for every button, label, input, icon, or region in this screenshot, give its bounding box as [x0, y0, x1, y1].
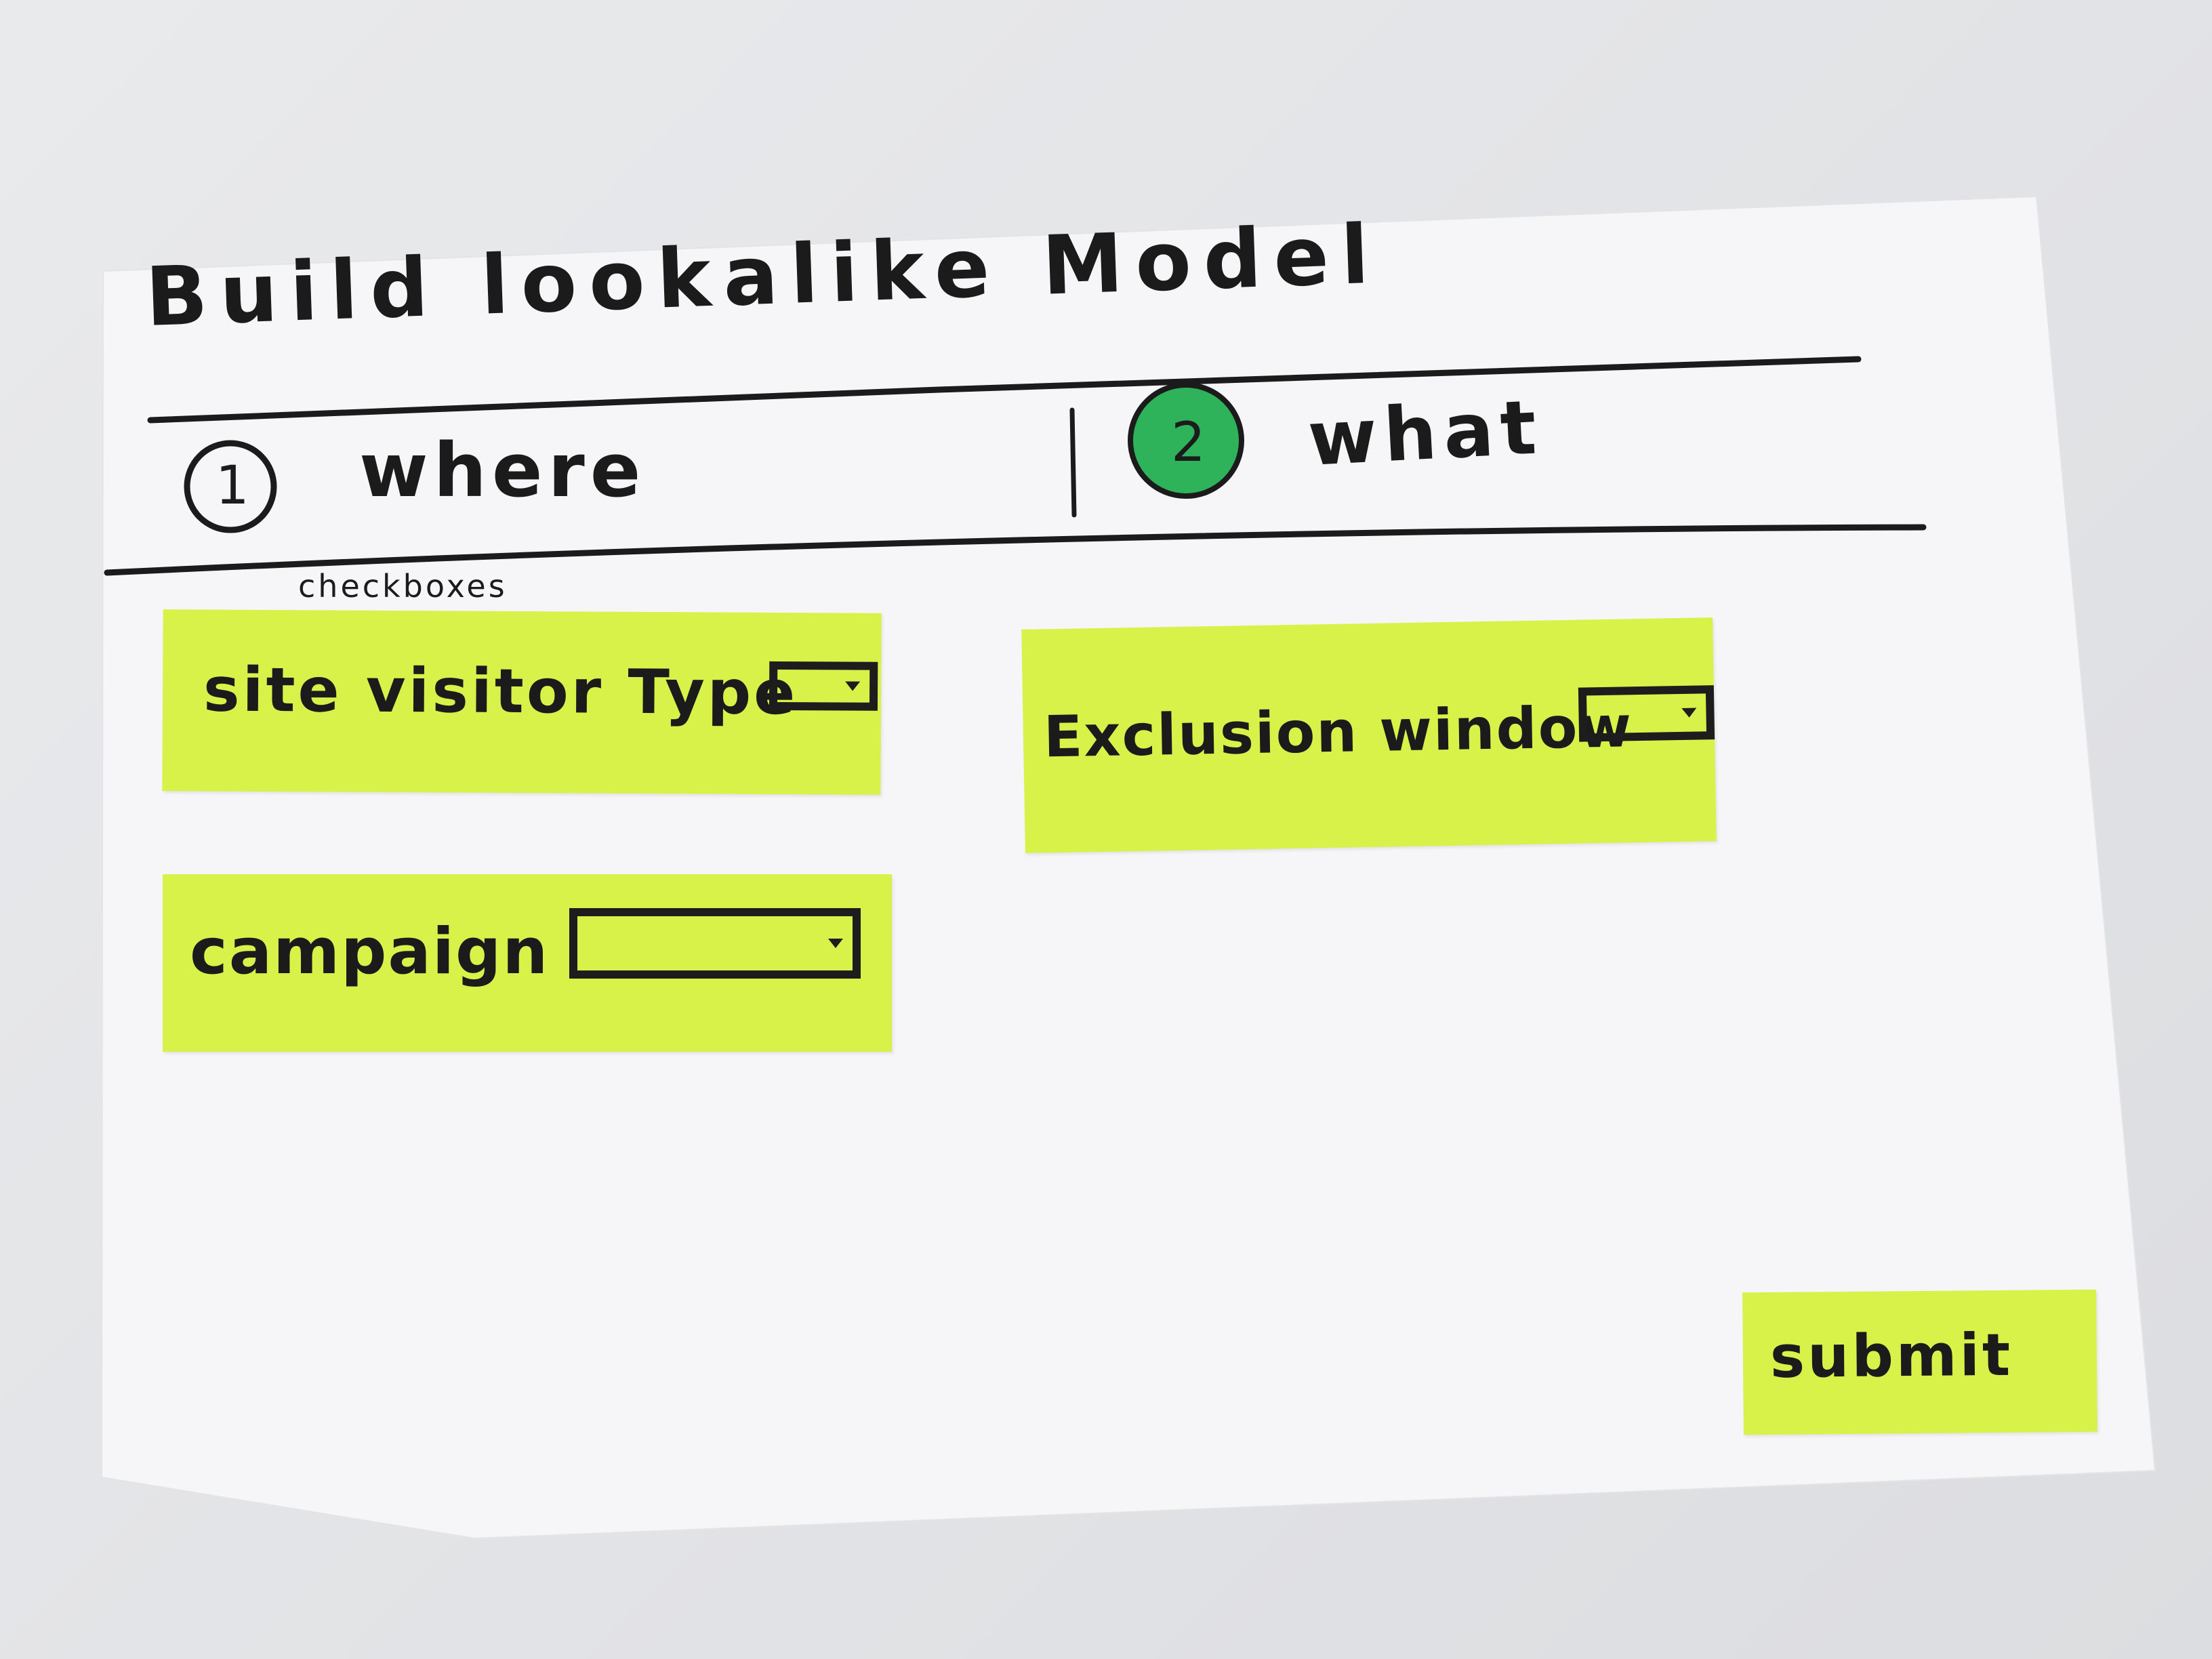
step-1-label[interactable]: where	[359, 427, 647, 514]
site-visitor-type-dropdown[interactable]	[769, 661, 878, 711]
exclusion-window-field: Exclusion window	[1021, 617, 1717, 853]
step-1-circle	[184, 440, 277, 533]
campaign-field: campaign	[163, 874, 892, 1052]
step-separator	[1069, 407, 1077, 518]
exclusion-window-label: Exclusion window	[1043, 693, 1633, 771]
step-2-label[interactable]: what	[1305, 384, 1545, 483]
checkboxes-annotation: checkboxes	[298, 568, 508, 605]
step-2-circle	[1128, 382, 1244, 499]
submit-label: submit	[1769, 1321, 2013, 1391]
tabs-divider	[104, 524, 1927, 576]
chevron-down-icon	[1681, 708, 1697, 718]
chevron-down-icon	[845, 681, 861, 691]
header-divider	[147, 356, 1862, 424]
exclusion-window-dropdown[interactable]	[1578, 685, 1715, 742]
step-2-number: 2	[1171, 411, 1207, 474]
site-visitor-type-label: site visitor Type	[203, 654, 798, 729]
site-visitor-type-field: site visitor Type	[162, 609, 882, 795]
submit-button[interactable]: submit	[1742, 1289, 2097, 1435]
step-1-number: 1	[216, 455, 251, 516]
campaign-label: campaign	[190, 915, 550, 989]
chevron-down-icon	[828, 939, 843, 948]
campaign-dropdown[interactable]	[569, 908, 861, 979]
